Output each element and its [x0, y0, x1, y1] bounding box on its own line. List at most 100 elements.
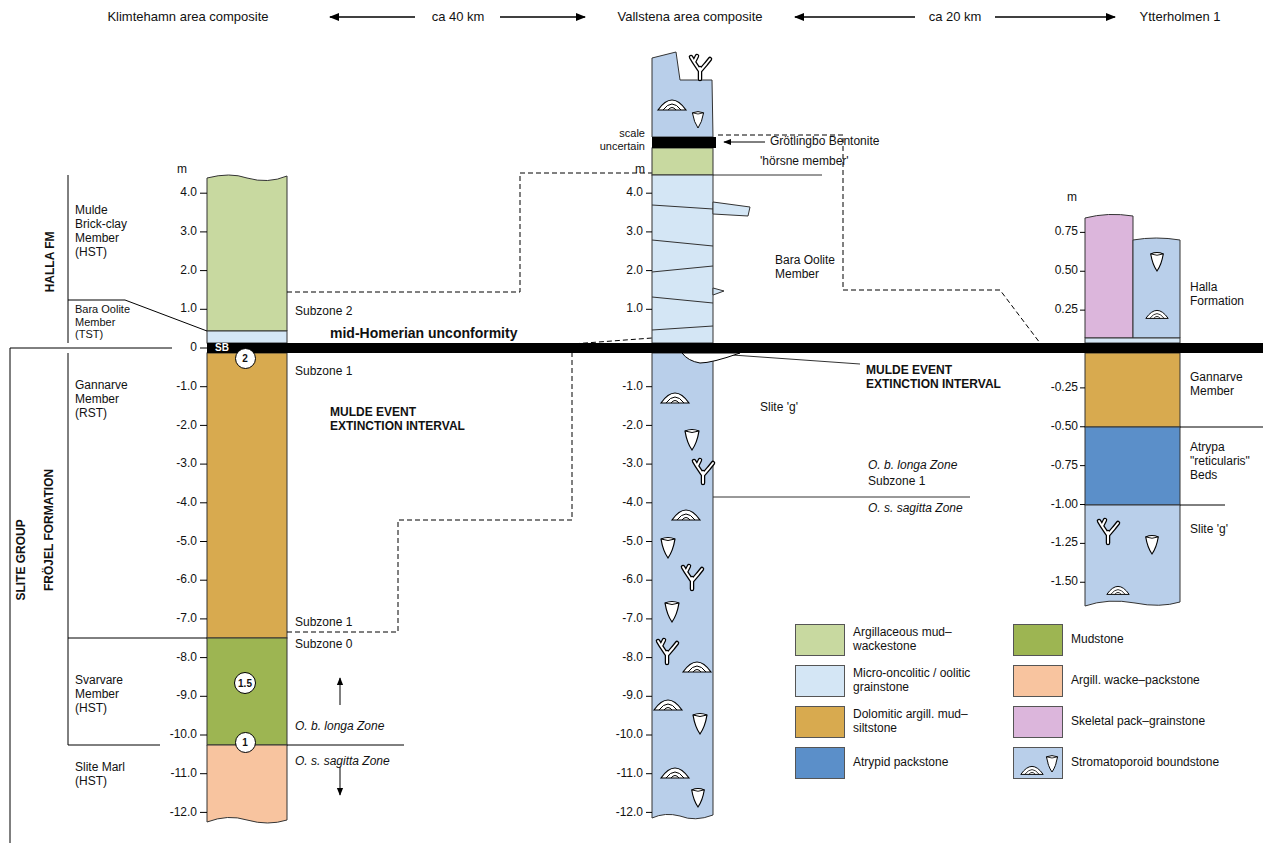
fossil-symbol	[665, 602, 679, 623]
zone: O. s. sagitta Zone	[295, 755, 390, 769]
scale-value: -9.0	[176, 689, 197, 703]
zone: O. b. longa Zone	[868, 459, 957, 473]
member-name: Mulde Brick-clay Member (HST)	[75, 204, 137, 259]
scale-tick	[646, 464, 652, 465]
scale-value: 2.0	[180, 264, 197, 278]
scale-value: -6.0	[176, 573, 197, 587]
legend-swatch	[795, 665, 845, 697]
scale-value: -5.0	[622, 535, 643, 549]
subzone: Subzone 1	[295, 365, 352, 379]
scale-tick	[646, 696, 652, 697]
scale-unit: m	[635, 163, 645, 177]
scale-value: -2.0	[176, 419, 197, 433]
fossil-symbol	[1151, 253, 1164, 271]
fossil-symbol	[694, 460, 713, 483]
scale-value: -1.0	[622, 380, 643, 394]
unit-name: Slite 'g'	[760, 401, 798, 415]
scale-value: -3.0	[176, 457, 197, 471]
scale-tick	[646, 580, 652, 581]
legend-swatch	[1013, 665, 1063, 697]
fossil-symbol	[658, 100, 686, 110]
scale-tick	[1080, 465, 1085, 466]
callout-number: 1.5	[238, 678, 252, 689]
callout-number: 1	[242, 737, 248, 748]
scale-value: -8.0	[176, 651, 197, 665]
sequence-boundary: SB	[215, 342, 229, 354]
scale-value: 4.0	[180, 186, 197, 200]
note: scale uncertain	[593, 127, 645, 152]
fossil-symbol	[672, 510, 700, 520]
member-name: Gannarve Member (RST)	[75, 379, 137, 420]
scale-value: -5.0	[176, 535, 197, 549]
scale-tick	[200, 270, 207, 271]
unit-name: FRÖJEL FORMATION	[43, 469, 57, 591]
fossil-symbol	[661, 393, 689, 403]
scale-tick	[646, 735, 652, 736]
scale-value: -12.0	[616, 806, 643, 820]
scale-tick	[200, 735, 207, 736]
column-heading: Klimtehamn area composite	[107, 10, 268, 25]
fossil-symbol	[661, 768, 689, 778]
event-label: MULDE EVENT EXTINCTION INTERVAL	[866, 364, 1006, 392]
scale-tick	[1080, 387, 1085, 388]
column-heading: Vallstena area composite	[617, 10, 762, 25]
member-name: Bara Oolite Member	[775, 254, 850, 282]
scale-value: 2.0	[626, 264, 643, 278]
scale-value: -1.25	[1051, 536, 1078, 550]
fossil-sample	[1014, 748, 1063, 779]
fossil-symbol	[683, 662, 711, 672]
legend-text: Skeletal pack–grainstone	[1071, 715, 1231, 729]
callout-circle: 1.5	[234, 672, 256, 694]
scale-value: -9.0	[622, 689, 643, 703]
callout-number: 2	[242, 353, 248, 364]
scale-value: 4.0	[626, 186, 643, 200]
member-name: Slite Marl (HST)	[75, 761, 137, 789]
column-heading: Ytterholmen 1	[1140, 10, 1221, 25]
scale-value: -11.0	[617, 767, 643, 781]
scale-tick	[646, 541, 652, 542]
fossil-symbol	[1021, 766, 1043, 774]
scale-tick	[646, 386, 652, 387]
fossil-symbol	[1046, 756, 1057, 772]
fossil-symbol	[1146, 310, 1168, 318]
scale-tick	[1080, 310, 1085, 311]
fossil-symbol	[685, 430, 699, 451]
scale-value: -0.50	[1051, 420, 1078, 434]
subzone: Subzone 2	[295, 305, 352, 319]
scale-tick	[1080, 543, 1085, 544]
scale-tick	[200, 502, 207, 503]
legend-text: Stromatoporoid boundstone	[1071, 756, 1231, 770]
legend-text: Argill. wacke–packstone	[1071, 674, 1231, 688]
subzone: Subzone 0	[295, 638, 352, 652]
scale-tick	[1080, 271, 1085, 272]
unit-name: Halla Formation	[1190, 281, 1260, 309]
fossil-symbol	[692, 112, 703, 128]
fossil-symbol	[692, 789, 705, 807]
member-name: 'hörsne member'	[760, 155, 849, 169]
scale-tick	[1080, 504, 1085, 505]
scale-tick	[200, 309, 207, 310]
unit-name: HALLA FM	[43, 232, 57, 293]
scale-unit: m	[1067, 191, 1077, 205]
scale-tick	[200, 657, 207, 658]
scale-tick	[200, 425, 207, 426]
scale-value: 0.75	[1055, 225, 1078, 239]
scale-tick	[200, 348, 207, 349]
callout-circle: 2	[235, 348, 256, 369]
scale-tick	[1080, 582, 1085, 583]
legend-swatch	[1013, 624, 1063, 656]
bed-name: Atrypa "reticularis" Beds	[1190, 441, 1260, 482]
distance: ca 20 km	[929, 10, 982, 25]
scale-value: -1.00	[1051, 498, 1078, 512]
scale-value: -7.0	[176, 612, 197, 626]
fossil-symbol	[1107, 586, 1129, 594]
zone: O. s. sagitta Zone	[868, 502, 963, 516]
scale-value: -10.0	[170, 728, 197, 742]
scale-tick	[646, 773, 652, 774]
subzone: Subzone 1	[295, 616, 352, 630]
scale-tick	[646, 193, 652, 194]
fossil-symbol	[654, 700, 682, 710]
scale-tick	[200, 193, 207, 194]
scale-value: -7.0	[622, 612, 643, 626]
